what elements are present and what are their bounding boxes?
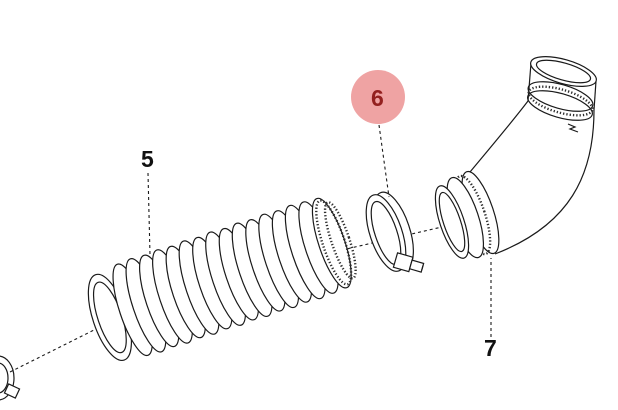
hose-end-texture (315, 199, 353, 286)
callout-6[interactable]: 6 (351, 70, 405, 198)
callout-6-badge[interactable] (351, 70, 405, 124)
duct-mouth (434, 185, 470, 259)
duct-end-flange (434, 170, 500, 259)
clamp-screw-head (408, 259, 425, 273)
duct-neck-right-edge (593, 80, 597, 111)
clamp-screw-housing (392, 252, 425, 273)
elbow-duct (434, 56, 597, 259)
leader-line-6 (378, 124, 390, 198)
elbow-outer-edge (494, 109, 595, 255)
hose-end-texture (323, 201, 357, 280)
corner-part-fragment (0, 355, 21, 401)
duct-mouth-inner (438, 191, 466, 253)
elbow-inner-edge (469, 100, 529, 173)
callout-7[interactable]: 7 (484, 258, 497, 361)
hose-clamp (365, 191, 425, 273)
duct-top-opening (530, 56, 597, 87)
leader-line-5 (147, 172, 151, 256)
callout-5[interactable]: 5 (141, 146, 154, 256)
leader-line-corner (9, 320, 113, 373)
duct-surface-mark (567, 123, 579, 133)
callout-5-label[interactable]: 5 (141, 146, 154, 172)
corrugated-hose (87, 197, 357, 361)
duct-top-opening-inner (535, 59, 592, 84)
corner-part-ring-inner (0, 362, 9, 394)
callout-6-label[interactable]: 6 (371, 85, 384, 111)
clamp-band-front (365, 194, 407, 272)
duct-collar-texture (527, 85, 594, 117)
clamp-screw-slot (421, 265, 424, 271)
duct-collar-ring-lower (527, 90, 593, 121)
duct-collar-ring-upper (527, 81, 594, 112)
corner-part-screw (3, 383, 21, 399)
callout-7-label[interactable]: 7 (484, 335, 497, 361)
